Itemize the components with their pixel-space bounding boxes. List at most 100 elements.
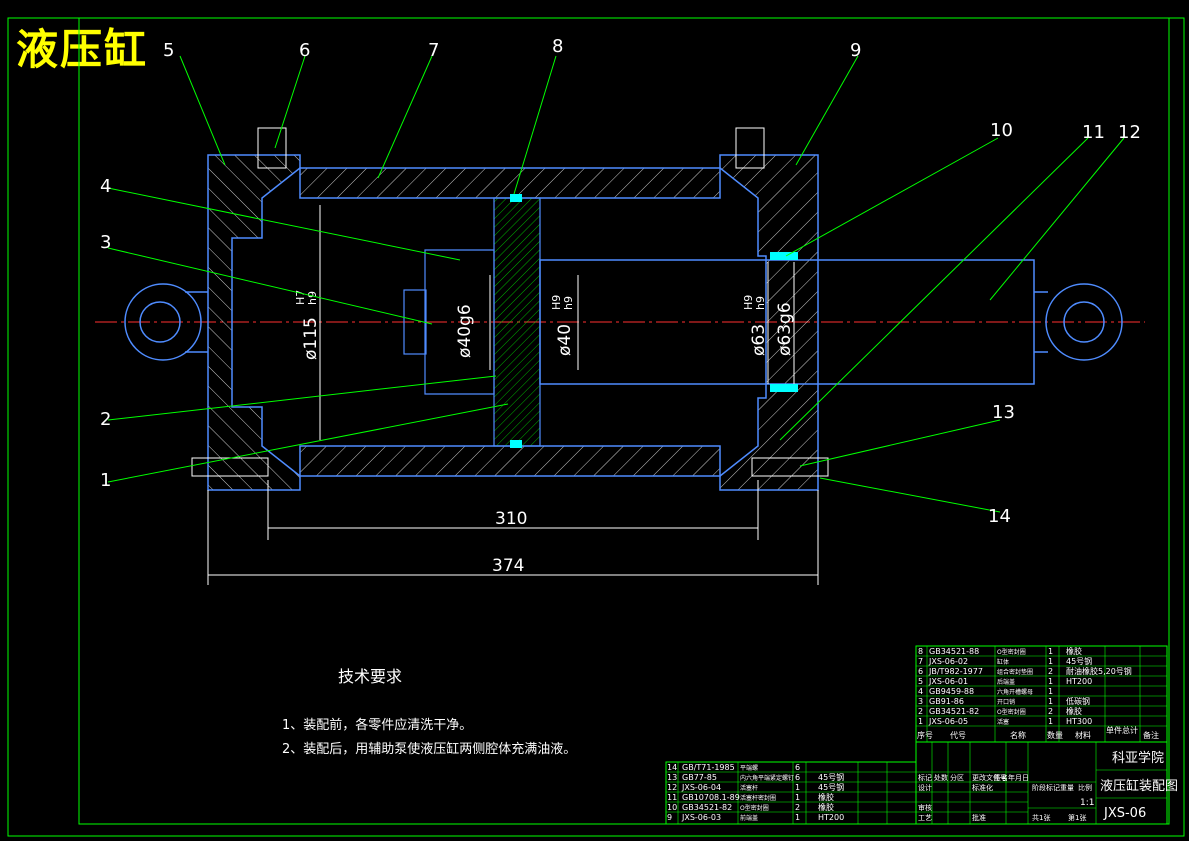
bom-header-name: 名称 (1010, 730, 1026, 740)
barrel-top-wall (299, 167, 721, 199)
bom-header-w1: 单件 (1106, 725, 1122, 735)
tb-r9: 审核 (918, 803, 932, 812)
bom-right-cell-no: 2 (918, 707, 923, 716)
bom-header-remark: 备注 (1143, 730, 1159, 740)
dim-63: ø63 (749, 324, 769, 356)
bom-header-mat: 材料 (1075, 730, 1091, 740)
tb-r4: 更改文件号 (972, 773, 1007, 782)
bom-header-code: 代号 (950, 730, 966, 740)
bom-right-cell-no: 5 (918, 677, 923, 686)
tb-r2: 处数 (934, 773, 948, 782)
bom-right-cell-mat: 橡胶 (1066, 706, 1082, 716)
bom-right-cell-mat: 橡胶 (1066, 646, 1082, 656)
bom-right-cell-mat: 45号钢 (1066, 656, 1092, 666)
dim-374: 374 (492, 556, 524, 576)
bom-left-cell-code: JXS-06-03 (681, 813, 721, 822)
balloon-3: 3 (100, 232, 111, 253)
balloon-10: 10 (990, 120, 1013, 141)
bom-right-cell-no: 8 (918, 647, 923, 656)
bom-left-cell-qty: 2 (795, 803, 800, 812)
titleblock-frame (915, 741, 1168, 825)
tb-r16: 第1张 (1068, 813, 1086, 822)
dim-40: ø40 (555, 324, 575, 356)
bom-left-cell-name: 前端盖 (740, 814, 758, 822)
bom-right-cell-name: 后端盖 (997, 678, 1015, 686)
balloon-8: 8 (552, 36, 563, 57)
bom-right-cell-code: JXS-06-05 (928, 717, 968, 726)
dim-115: ø115 (301, 317, 321, 360)
dim-63-tol: H9 (742, 295, 755, 310)
seal-rod-top (770, 252, 798, 260)
bom-left-cell-no: 13 (667, 773, 677, 782)
bom-left-cell-code: GB/T71-1985 (682, 763, 735, 772)
front-clevis-eye (1045, 283, 1123, 361)
bom-right-cell-name: 开口销 (997, 698, 1015, 706)
tech-heading: 技术要求 (338, 667, 402, 686)
bom-right-cell-qty: 1 (1048, 717, 1053, 726)
front-clevis-hole (1063, 301, 1105, 343)
tb-r3: 分区 (950, 773, 964, 782)
seal-piston-top (510, 194, 522, 202)
drawing-title: 液压缸 (16, 25, 149, 74)
dimension-lines (207, 205, 819, 585)
dim-63-tol2: h9 (754, 296, 767, 310)
bom-right-cell-no: 6 (918, 667, 923, 676)
bom-left-cell-code: GB77-85 (682, 773, 717, 782)
bom-header-w2: 总计 (1122, 725, 1138, 735)
inner-border (78, 17, 1170, 825)
balloon-1: 1 (100, 470, 111, 491)
bom-right-cell-qty: 1 (1048, 677, 1053, 686)
bom-left-cell-no: 11 (667, 793, 677, 802)
bom-right-cell-mat: HT200 (1066, 677, 1092, 686)
leader-lines (107, 55, 1125, 513)
bom-left-cell-name: 内六角平端紧定螺钉 (740, 774, 794, 782)
dim-40-tol: H9 (550, 295, 563, 310)
tb-r11: 批准 (972, 813, 986, 822)
bom-right-cell-name: O型密封圈 (997, 708, 1026, 716)
tech-item2: 2、装配后，用辅助泵使液压缸两侧腔体充满油液。 (282, 741, 576, 757)
tb-r14: 比例 (1078, 783, 1092, 792)
front-clevis-neck (1034, 291, 1048, 353)
dim-40-tol2: h9 (562, 296, 575, 310)
balloon-12: 12 (1118, 122, 1141, 143)
bom-right-cell-code: GB9459-88 (929, 687, 974, 696)
bom-right-cell-mat: HT300 (1066, 717, 1092, 726)
bom-left-cell-mat: 橡胶 (818, 802, 834, 812)
tb-scale: 1:1 (1080, 798, 1094, 808)
tech-item1: 1、装配前，各零件应清洗干净。 (282, 717, 472, 733)
dim-310: 310 (495, 509, 527, 529)
balloon-9: 9 (850, 40, 861, 61)
bom-right-cell-qty: 2 (1048, 667, 1053, 676)
balloon-7: 7 (428, 40, 439, 61)
rear-clevis-hole (139, 301, 181, 343)
bom-left-grid (666, 762, 916, 824)
tb-school: 科亚学院 (1112, 750, 1164, 766)
bom-right-grid (916, 646, 1167, 742)
bom-right-cell-code: JXS-06-02 (928, 657, 968, 666)
top-right-bolt (735, 127, 765, 169)
bom-right-cell-mat: 耐油橡胶5,20号钢 (1066, 666, 1132, 676)
bom-right-cell-no: 1 (918, 717, 923, 726)
balloon-5: 5 (163, 40, 174, 61)
bom-right-cell-mat: 低碳钢 (1066, 696, 1090, 706)
rod-thread-end (403, 289, 427, 355)
bom-right-cell-code: GB34521-88 (929, 647, 979, 656)
bom-left-cell-mat: 橡胶 (818, 792, 834, 802)
dim-40g6: ø40g6 (455, 304, 475, 358)
bom-left-cell-name: 活塞杆 (740, 784, 758, 792)
bom-right-cell-name: 缸体 (997, 658, 1009, 666)
bom-right-cell-no: 7 (918, 657, 923, 666)
dim-115-tol2: h9 (306, 291, 319, 305)
bom-right-cell-code: GB91-86 (929, 697, 964, 706)
bom-right-cell-qty: 1 (1048, 697, 1053, 706)
bom-right-cell-name: 活塞 (997, 718, 1009, 726)
tb-drawing-code: JXS-06 (1103, 806, 1146, 821)
tb-r12: 阶段标记 (1032, 783, 1060, 792)
tb-drawing-name: 液压缸装配图 (1100, 778, 1178, 794)
bom-header-qty: 数量 (1047, 730, 1063, 740)
balloon-6: 6 (299, 40, 310, 61)
bom-right-cell-qty: 2 (1048, 707, 1053, 716)
tb-r5: 签名 (994, 773, 1008, 782)
